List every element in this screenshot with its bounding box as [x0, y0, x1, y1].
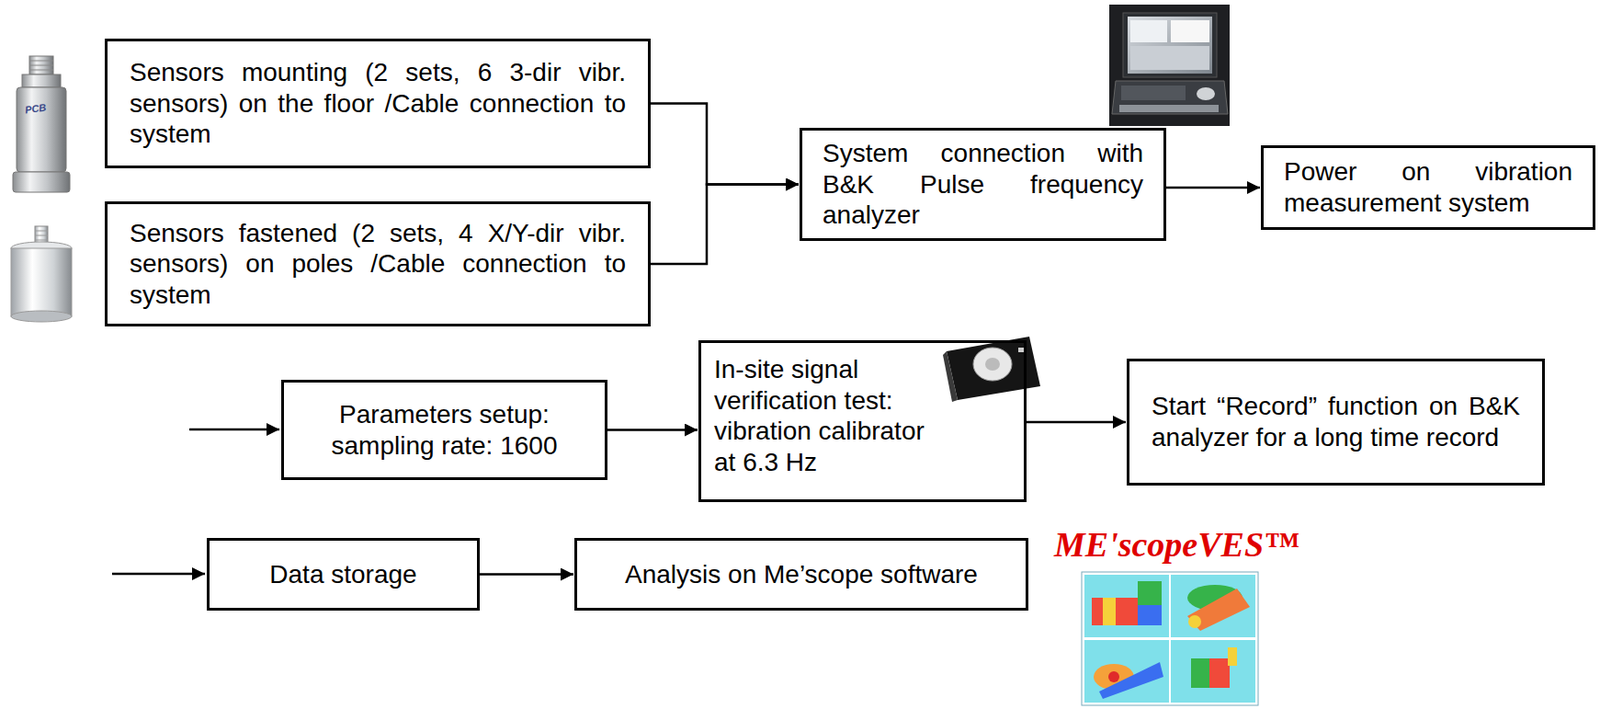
box-text: Sensors fastened (2 sets, 4 X/Y-dir vibr…	[129, 217, 626, 311]
box-content: Sensors mounting (2 sets, 6 3-dir vibr. …	[129, 56, 626, 150]
box-content: In-site signal verification test: vibrat…	[714, 353, 1011, 477]
box-text: System connection with B&K Pulse frequen…	[822, 137, 1144, 231]
process-box: System connection with B&K Pulse frequen…	[799, 127, 1167, 241]
box-text: Data storage	[224, 558, 463, 591]
box-content: Parameters setup: sampling rate: 1600	[300, 398, 589, 461]
flow-arrow	[607, 428, 698, 432]
process-box: Power on vibration measurement system	[1260, 145, 1596, 230]
flow-arrow	[650, 184, 799, 265]
box-text: Sensors mounting (2 sets, 6 3-dir vibr. …	[129, 56, 626, 150]
triaxial-sensor-picture	[12, 56, 70, 193]
box-content: Power on vibration measurement system	[1283, 156, 1573, 218]
process-box: Sensors fastened (2 sets, 4 X/Y-dir vibr…	[104, 201, 651, 327]
box-content: Analysis on Me’scope software	[591, 558, 1011, 591]
uniaxial-sensor-picture	[11, 226, 72, 322]
process-box: Data storage	[206, 537, 480, 611]
box-text: Start “Record” function on B&K analyzer …	[1151, 390, 1521, 453]
picture-space	[933, 353, 1011, 419]
box-content: Data storage	[224, 558, 463, 591]
process-box: Sensors mounting (2 sets, 6 3-dir vibr. …	[104, 38, 651, 169]
box-content: System connection with B&K Pulse frequen…	[822, 137, 1144, 231]
process-box: In-site signal verification test: vibrat…	[698, 340, 1027, 502]
box-text: In-site signal verification test: vibrat…	[714, 353, 1011, 477]
mescope-icon-picture	[1081, 571, 1259, 705]
software-logo: ME'scopeVES™	[1054, 523, 1299, 565]
analyzer-laptop-picture	[1109, 4, 1230, 126]
flow-arrow	[1026, 420, 1126, 424]
box-text: Parameters setup: sampling rate: 1600	[300, 398, 589, 461]
continuation-arrow	[112, 572, 205, 576]
flow-arrow	[1166, 186, 1260, 190]
process-box: Parameters setup: sampling rate: 1600	[281, 379, 608, 480]
brand-mark: PCB	[23, 101, 47, 115]
box-text: Power on vibration measurement system	[1283, 156, 1573, 218]
box-text: Analysis on Me’scope software	[591, 558, 1011, 591]
process-box: Analysis on Me’scope software	[574, 537, 1029, 611]
flow-arrow	[479, 572, 574, 576]
process-box: Start “Record” function on B&K analyzer …	[1126, 358, 1545, 486]
box-content: Sensors fastened (2 sets, 4 X/Y-dir vibr…	[129, 217, 626, 311]
box-content: Start “Record” function on B&K analyzer …	[1151, 390, 1521, 453]
flow-arrow	[650, 103, 799, 185]
continuation-arrow	[189, 428, 280, 432]
